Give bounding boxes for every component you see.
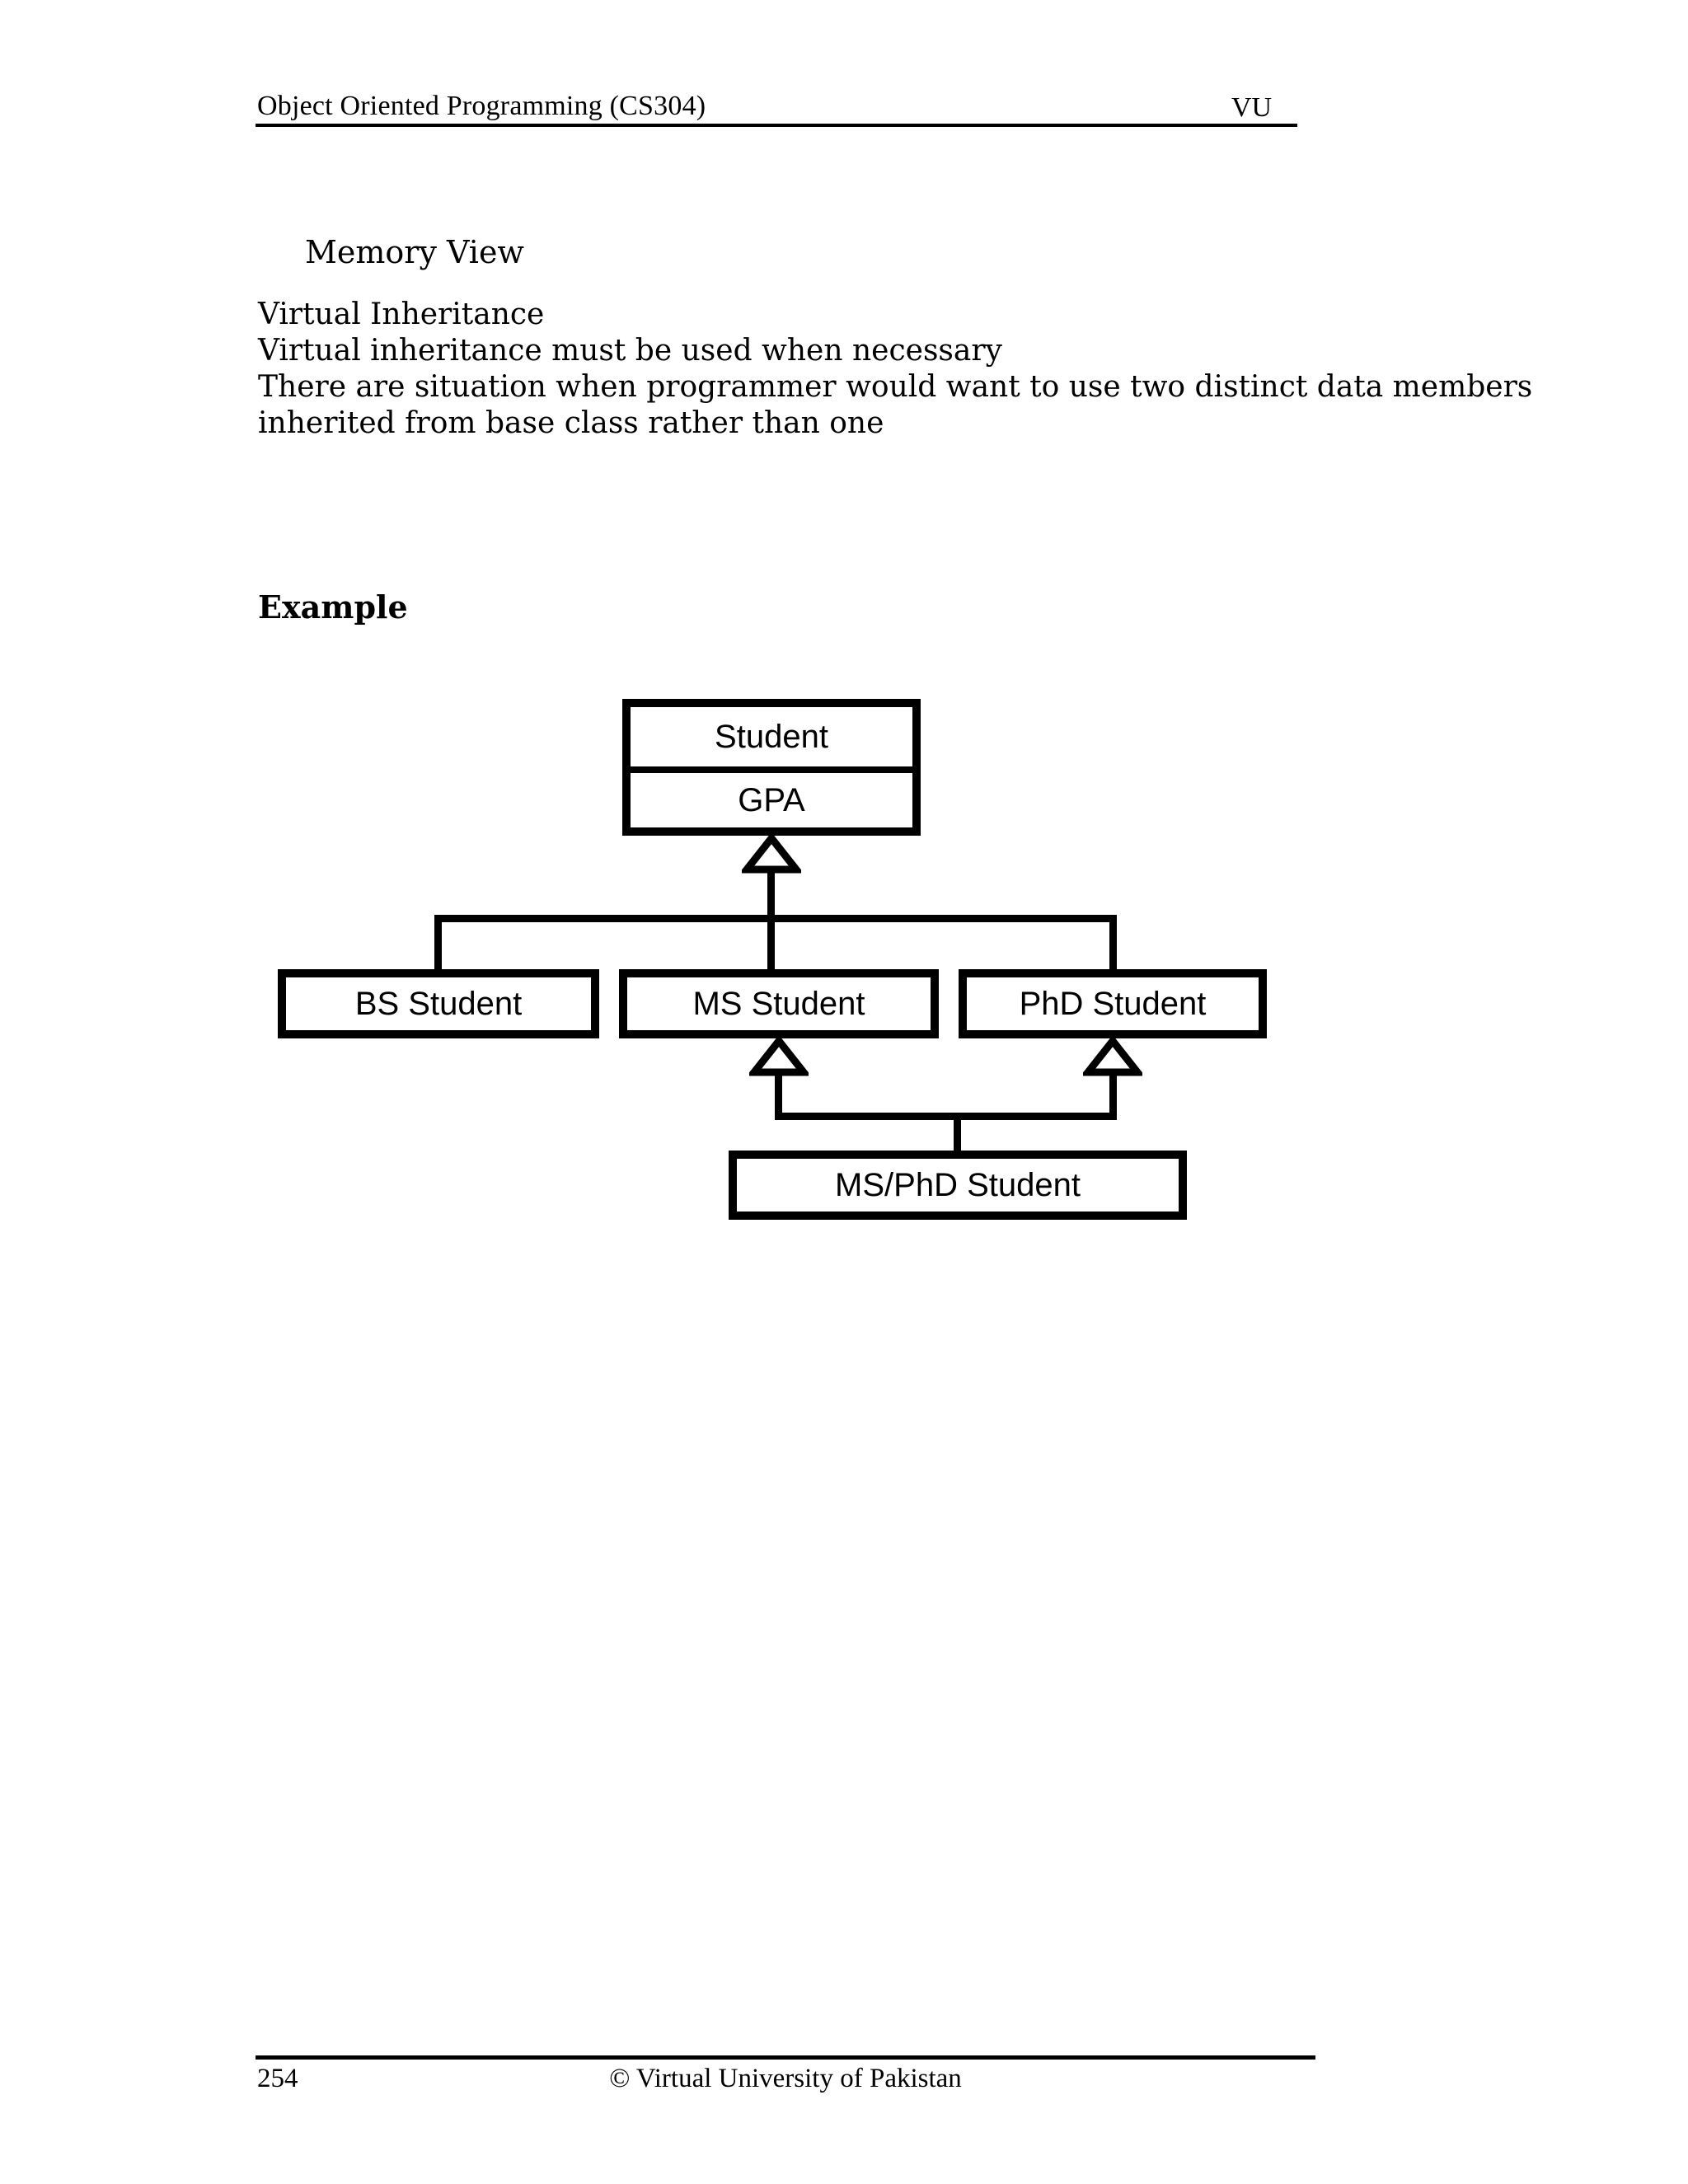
copyright-text: © Virtual University of Pakistan	[609, 2064, 962, 2093]
class-node-msphd: MS/PhD Student	[729, 1151, 1187, 1220]
class-name-student: Student	[631, 707, 912, 773]
connector-drop-msphd	[954, 1113, 961, 1151]
body-paragraph: Virtual Inheritance Virtual inheritance …	[258, 297, 1532, 442]
header-rule	[256, 124, 1297, 127]
class-attribute-gpa: GPA	[738, 781, 805, 818]
connector-children-bar	[434, 915, 1117, 922]
connector-msphd-bar	[775, 1113, 1117, 1120]
connector-stem-ms	[775, 1073, 782, 1120]
class-node-phd: PhD Student	[959, 969, 1267, 1038]
class-name-ms: MS Student	[692, 985, 865, 1022]
page-number: 254	[257, 2064, 298, 2093]
class-node-ms: MS Student	[619, 969, 939, 1038]
connector-drop-bs	[434, 915, 442, 969]
paragraph-line: Virtual inheritance must be used when ne…	[258, 334, 1002, 368]
memory-view-label: Memory View	[305, 234, 524, 270]
paragraph-line: inherited from base class rather than on…	[258, 406, 884, 440]
connector-stem-phd	[1109, 1073, 1117, 1120]
class-name-msphd: MS/PhD Student	[835, 1166, 1081, 1203]
example-heading: Example	[258, 588, 408, 626]
footer-rule	[256, 2055, 1315, 2060]
inheritance-arrow-icon	[1083, 1037, 1142, 1076]
header-badge: VU	[1231, 92, 1273, 123]
class-node-student: Student GPA	[622, 699, 921, 836]
class-name-bs: BS Student	[354, 985, 523, 1022]
class-name-phd: PhD Student	[1019, 985, 1207, 1022]
paragraph-line: There are situation when programmer woul…	[258, 370, 1533, 404]
inheritance-arrow-icon	[742, 834, 801, 874]
inheritance-arrow-icon	[749, 1037, 809, 1076]
class-node-bs: BS Student	[278, 969, 599, 1038]
paragraph-line: Virtual Inheritance	[258, 298, 545, 331]
connector-drop-phd	[1109, 915, 1117, 969]
header-title: Object Oriented Programming (CS304)	[257, 91, 706, 121]
